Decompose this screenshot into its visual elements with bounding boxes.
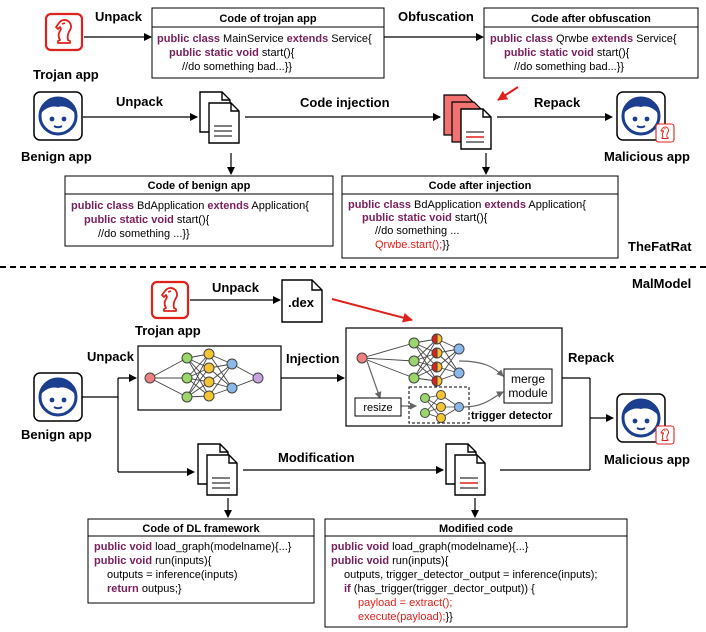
- unpack2-label: Unpack: [116, 94, 164, 109]
- inj-code-title: Code after injection: [429, 180, 532, 192]
- benign-code-line-2: public static void start(){: [84, 214, 210, 226]
- dex-to-model-arrow: [331, 298, 413, 323]
- obf-code-line-2: public static void start(){: [504, 47, 630, 59]
- trojan-code-line-3: //do something bad...}}: [182, 61, 292, 73]
- malicious-app-icon: [615, 90, 675, 143]
- injection-label: Injection: [286, 351, 340, 366]
- original-network: [144, 348, 264, 403]
- obf-code-line-1: public class Qrwbe extends Service{: [490, 33, 677, 45]
- trigger-detector-box: [408, 386, 470, 424]
- malicious-app-icon-bottom: [615, 392, 675, 445]
- benign-code-box: [64, 175, 334, 247]
- unpack-label: Unpack: [95, 9, 143, 24]
- malicious-app-label-bottom: Malicious app: [604, 452, 690, 467]
- obf-code-box: [483, 7, 699, 79]
- framework-files-icon: [197, 443, 238, 496]
- dl-code-line-2: public void run(inputs){: [94, 555, 212, 567]
- benign-app-label: Benign app: [21, 149, 92, 164]
- inj-code-box: [341, 175, 619, 259]
- mod-code-line-5: payload = extract();: [358, 597, 452, 609]
- trojan-app-label: Trojan app: [33, 67, 99, 82]
- repack-bottom-label: Repack: [568, 350, 615, 365]
- trojan-app-label-bottom: Trojan app: [135, 323, 201, 338]
- inj-code-line-3: //do something ...: [375, 225, 459, 237]
- unpack-dex-label: Unpack: [212, 280, 260, 295]
- benign-code-line-1: public class BdApplication extends Appli…: [71, 200, 309, 212]
- benign-code-title: Code of benign app: [148, 180, 251, 192]
- mod-code-line-2: public void run(inputs){: [331, 555, 449, 567]
- dex-file-icon: [281, 279, 323, 323]
- dl-code-box: [87, 518, 315, 604]
- trojan-code-line-1: public class MainService extends Service…: [157, 33, 372, 45]
- benign-code-line-3: //do something ...}}: [98, 228, 190, 240]
- dex-label: .dex: [288, 295, 315, 310]
- mod-code-line-4: if (has_trigger(trigger_dector_output)) …: [344, 583, 535, 595]
- inj-code-line-1: public class BdApplication extends Appli…: [348, 199, 586, 211]
- trigger-detector-label: trigger detector: [471, 410, 553, 422]
- merge-label-2: module: [508, 386, 548, 400]
- malicious-app-label: Malicious app: [604, 149, 690, 164]
- merge-label-1: merge: [511, 372, 545, 386]
- trigger-network: [420, 390, 464, 423]
- malicious-network: [356, 333, 504, 410]
- trojan-code-title: Code of trojan app: [219, 13, 316, 25]
- mod-code-line-1: public void load_graph(modelname){...}: [331, 541, 529, 553]
- obf-code-line-3: //do something bad...}}: [514, 61, 624, 73]
- thefatrat-section-label: TheFatRat: [628, 239, 692, 254]
- trojan-code-line-2: public static void start(){: [169, 47, 295, 59]
- dl-code-title: Code of DL framework: [142, 523, 260, 535]
- benign-app-icon: [32, 90, 84, 142]
- resize-box: [354, 397, 402, 417]
- injection-pointer-arrow: [497, 86, 519, 101]
- trojan-app-icon: [44, 12, 84, 52]
- obfuscation-label: Obfuscation: [398, 9, 474, 24]
- modified-files-icon: [445, 443, 486, 496]
- mod-code-line-6: execute(payload);}}: [358, 611, 453, 623]
- mod-code-line-3: outputs, trigger_detector_output = infer…: [344, 569, 597, 581]
- injected-files-icon: [443, 94, 492, 150]
- mod-code-box: [324, 518, 628, 628]
- inj-code-line-2: public static void start(){: [362, 212, 488, 224]
- dl-code-line-4: return outpus;}: [107, 583, 182, 595]
- benign-app-icon-bottom: [32, 371, 84, 423]
- dl-code-line-1: public void load_graph(modelname){...}: [94, 541, 292, 553]
- trojan-app-icon-bottom: [150, 280, 190, 320]
- modification-label: Modification: [278, 450, 355, 465]
- malmodel-section-label: MalModel: [632, 276, 691, 291]
- code-injection-label: Code injection: [300, 95, 390, 110]
- dl-code-line-3: outputs = inference(inputs): [107, 569, 238, 581]
- benign-app-label-bottom: Benign app: [21, 427, 92, 442]
- merge-module-box: [503, 368, 553, 404]
- unpack-model-label: Unpack: [87, 349, 135, 364]
- inj-code-line-4: Qrwbe.start();}}: [375, 239, 450, 251]
- trojan-code-box: [151, 7, 385, 79]
- repack-label: Repack: [534, 95, 581, 110]
- mod-code-title: Modified code: [439, 523, 513, 535]
- benign-files-icon: [199, 91, 240, 144]
- resize-label: resize: [363, 402, 392, 414]
- obf-code-title: Code after obfuscation: [531, 13, 651, 25]
